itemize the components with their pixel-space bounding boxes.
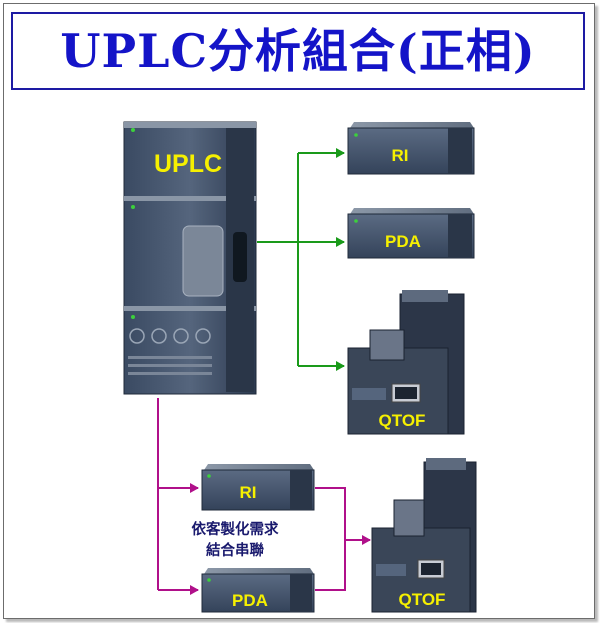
page-title: UPLC分析組合(正相) — [60, 24, 536, 78]
ri-label-bottom: RI — [239, 483, 257, 502]
green-connector — [257, 148, 345, 371]
qtof-instrument-top — [347, 290, 465, 435]
uplc-label: UPLC — [153, 150, 223, 178]
caption: 依客製化需求 結合串聯 — [165, 520, 305, 562]
title-box: UPLC分析組合(正相) — [11, 12, 585, 90]
caption-line-1: 依客製化需求 — [191, 522, 279, 538]
magenta-connector — [157, 398, 371, 595]
uplc-instrument — [123, 121, 257, 395]
qtof-instrument-bottom — [371, 458, 477, 613]
caption-line-2: 結合串聯 — [206, 543, 264, 559]
ri-detector-top — [347, 122, 475, 175]
ri-label-top: RI — [391, 146, 409, 165]
pda-detector-top — [347, 208, 475, 259]
ri-detector-bottom — [201, 464, 315, 511]
magenta-merge-line — [315, 487, 346, 591]
qtof-label-bottom: QTOF — [398, 590, 446, 609]
pda-label-top: PDA — [385, 232, 421, 251]
pda-detector-bottom — [201, 568, 315, 613]
pda-label-bottom: PDA — [232, 591, 268, 610]
qtof-label-top: QTOF — [378, 411, 426, 430]
